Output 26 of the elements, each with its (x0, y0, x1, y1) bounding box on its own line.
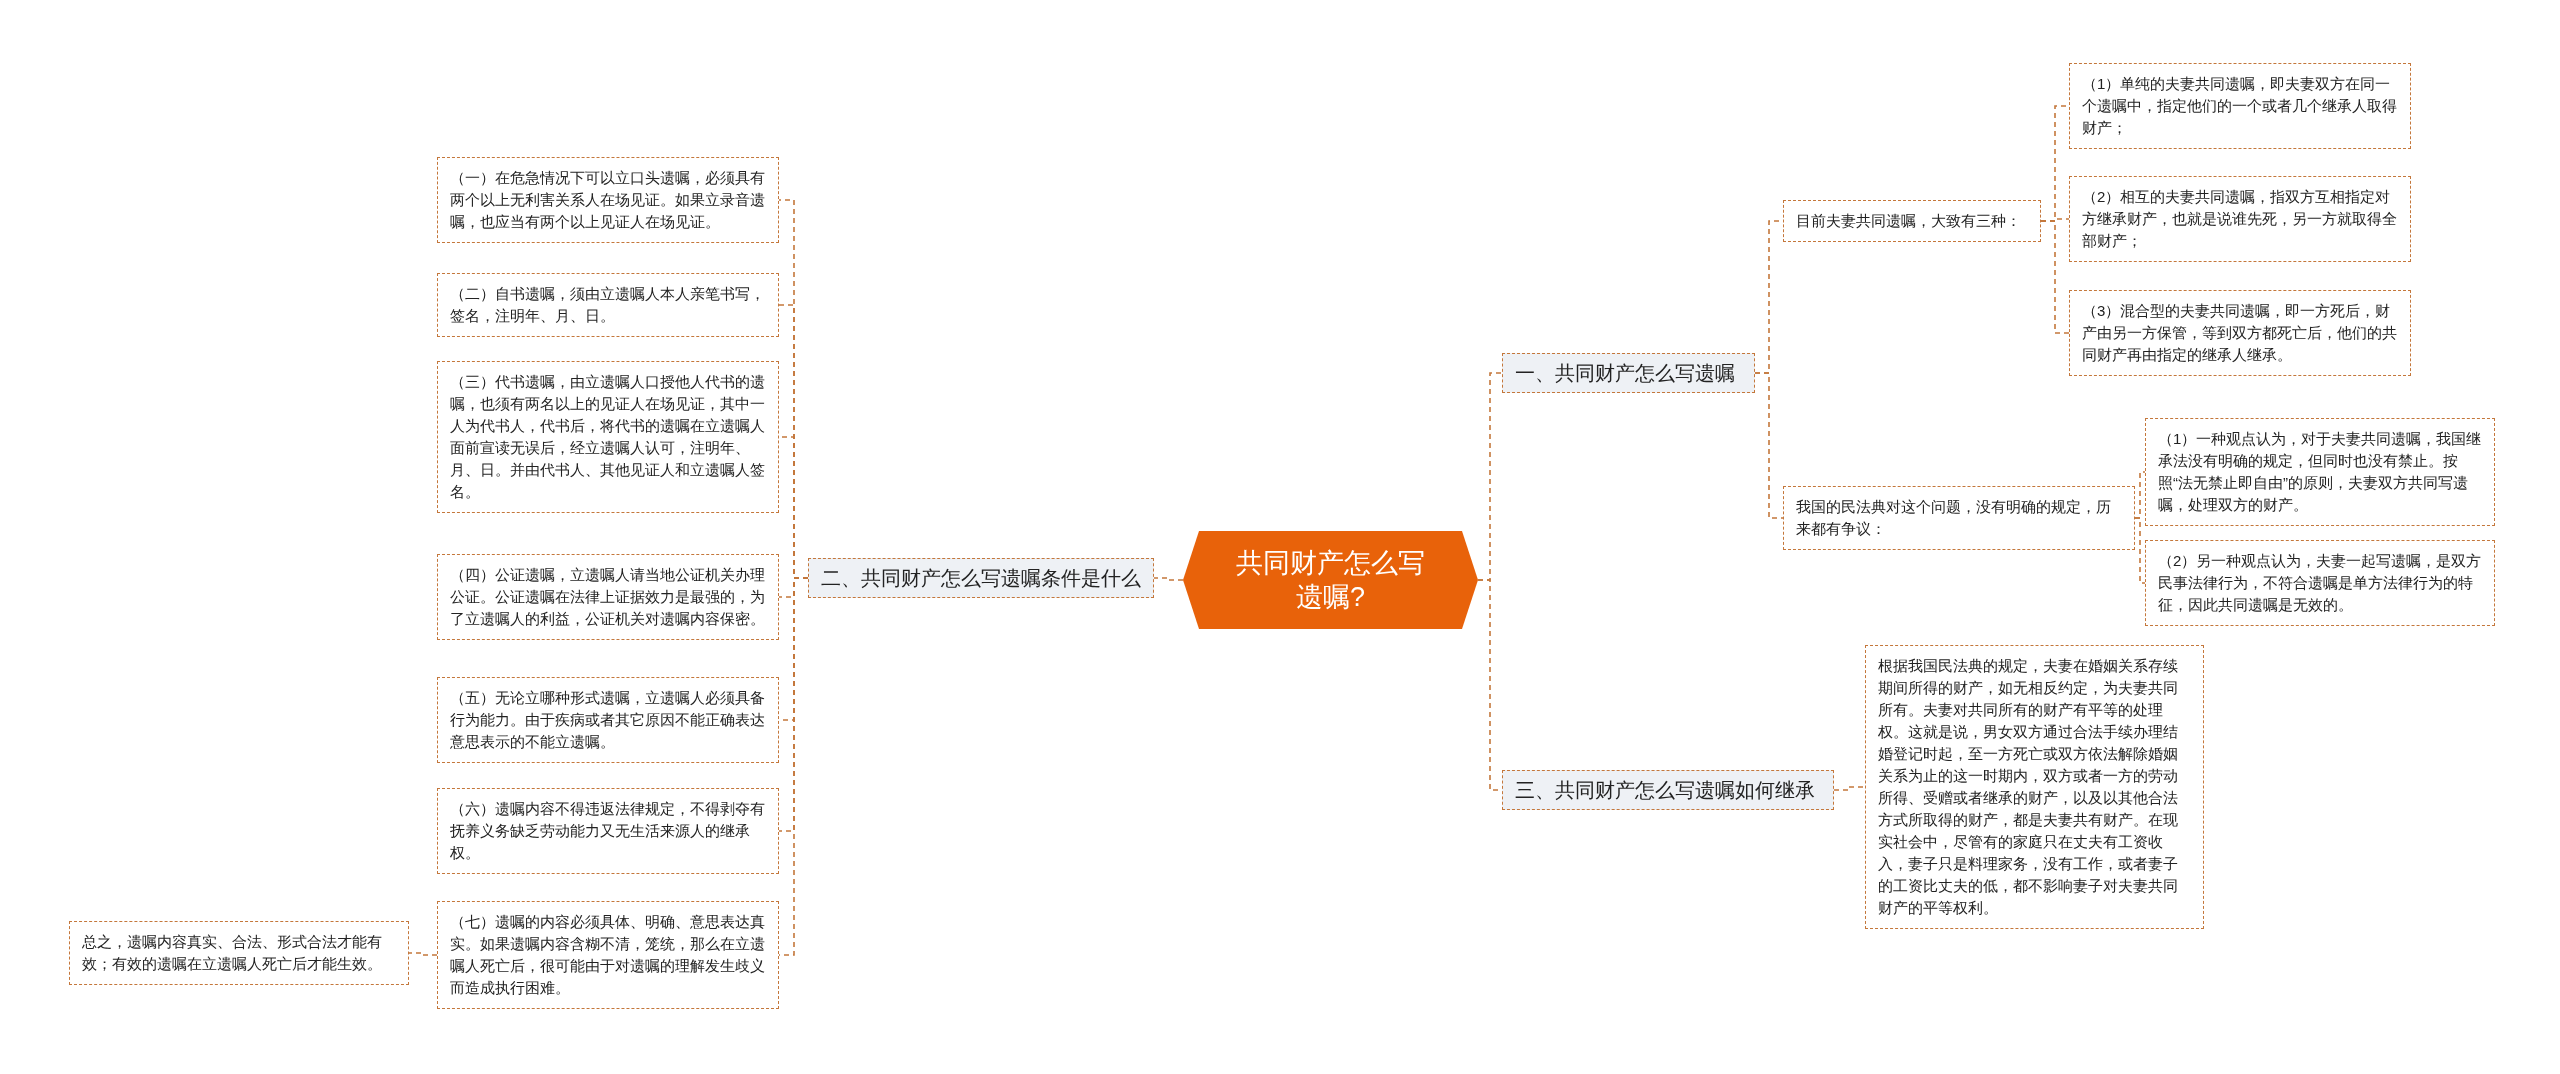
note-box: （六）遗嘱内容不得违返法律规定，不得剥夺有抚养义务缺乏劳动能力又无生活来源人的继承权。 (437, 788, 779, 874)
note-box: （一）在危急情况下可以立口头遗嘱，必须具有两个以上无利害关系人在场见证。如果立录音遗嘱，也应当有两个以上见证人在场见证。 (437, 157, 779, 243)
note-box: （2）另一种观点认为，夫妻一起写遗嘱，是双方民事法律行为，不符合遗嘱是单方法律行为的特征，因此共同遗嘱是无效的。 (2145, 540, 2495, 626)
note-box: （三）代书遗嘱，由立遗嘱人口授他人代书的遗嘱，也须有两名以上的见证人在场见证，其中一人为代书人，代书后，将代书的遗嘱在立遗嘱人面前宣读无误后，经立遗嘱人认可，注明年、月、日。并由代书人、其他见证人和立遗嘱人签名。 (437, 361, 779, 513)
connector-line (1833, 786, 1866, 791)
branch-topic-box: 二、共同财产怎么写遗嘱条件是什么 (808, 558, 1154, 598)
connector-line (1153, 577, 1184, 581)
note-box: （五）无论立哪种形式遗嘱，立遗嘱人必须具备行为能力。由于疾病或者其它原因不能正确表达意思表示的不能立遗嘱。 (437, 677, 779, 763)
connector-line (1754, 372, 1784, 519)
note-box: （2）相互的夫妻共同遗嘱，指双方互相指定对方继承财产，也就是说谁先死，另一方就取得全部财产； (2069, 176, 2411, 262)
branch-topic-box: 三、共同财产怎么写遗嘱如何继承 (1502, 770, 1834, 810)
note-box: 目前夫妻共同遗嘱，大致有三种： (1783, 200, 2041, 242)
note-box: （四）公证遗嘱，立遗嘱人请当地公证机关办理公证。公证遗嘱在法律上证据效力是最强的，为了立遗嘱人的利益，公证机关对遗嘱内容保密。 (437, 554, 779, 640)
central-topic: 共同财产怎么写遗嘱? (1183, 531, 1478, 629)
note-box: 总之，遗嘱内容真实、合法、形式合法才能有效；有效的遗嘱在立遗嘱人死亡后才能生效。 (69, 921, 409, 985)
note-box: （七）遗嘱的内容必须具体、明确、意思表达真实。如果遗嘱内容含糊不清，笼统，那么在立遗嘱人死亡后，很可能由于对遗嘱的理解发生歧义而造成执行困难。 (437, 901, 779, 1009)
connector-line (2134, 517, 2146, 584)
branch-topic-box: 一、共同财产怎么写遗嘱 (1502, 353, 1755, 393)
connector-line (2040, 220, 2070, 334)
note-box: （3）混合型的夫妻共同遗嘱，即一方死后，财产由另一方保管，等到双方都死亡后，他们的共同财产再由指定的继承人继承。 (2069, 290, 2411, 376)
note-box: （1）一种观点认为，对于夫妻共同遗嘱，我国继承法没有明确的规定，但同时也没有禁止。按照“法无禁止即自由”的原则，夫妻双方共同写遗嘱，处理双方的财产。 (2145, 418, 2495, 526)
note-box: （二）自书遗嘱，须由立遗嘱人本人亲笔书写，签名，注明年、月、日。 (437, 273, 779, 337)
note-box: （1）单纯的夫妻共同遗嘱，即夫妻双方在同一个遗嘱中，指定他们的一个或者几个继承人取得财产； (2069, 63, 2411, 149)
connector-line (408, 952, 438, 956)
note-box: 根据我国民法典的规定，夫妻在婚姻关系存续期间所得的财产，如无相反约定，为夫妻共同所有。夫妻对共同所有的财产有平等的处理权。这就是说，男女双方通过合法手续办理结婚登记时起，至一方死亡或双方依法解除婚姻关系为止的这一时期内，双方或者一方的劳动所得、受赠或者继承的财产，以及以其他合法方式所取得的财产，都是夫妻共有财产。在现实社会中，尽管有的家庭只在丈夫有工资收入，妻子只是料理家务，没有工作，或者妻子的工资比丈夫的低，都不影响妻子对夫妻共同财产的平等权利。 (1865, 645, 2204, 929)
note-box: 我国的民法典对这个问题，没有明确的规定，历来都有争议： (1783, 486, 2135, 550)
